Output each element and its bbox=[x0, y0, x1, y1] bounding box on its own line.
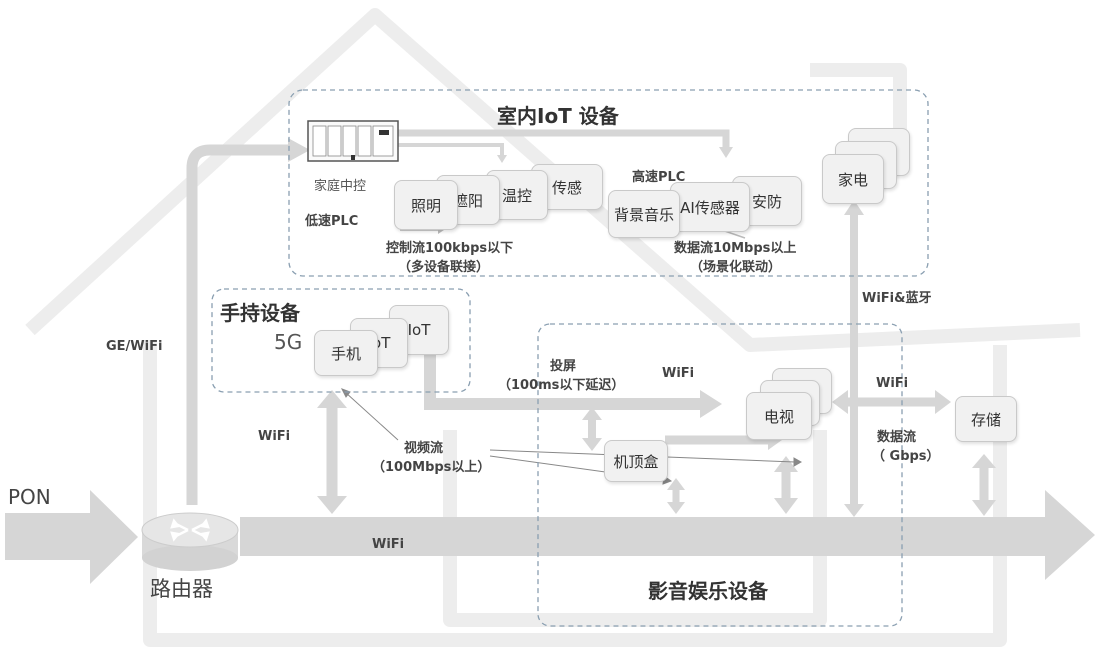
controller-label: 家庭中控 bbox=[314, 179, 367, 194]
data-flow-label-2: （场景化联动） bbox=[690, 260, 782, 275]
appliance-wifi-head-bottom bbox=[844, 504, 864, 517]
low-plc-label: 低速PLC bbox=[305, 214, 359, 229]
controller-to-appliance-link bbox=[398, 129, 730, 148]
handheld-group-title: 手持设备 bbox=[220, 301, 300, 325]
handheld-backbone-head-top bbox=[317, 390, 347, 408]
data-gbps-label-1: 数据流 bbox=[877, 430, 917, 445]
controller-icon bbox=[307, 120, 399, 162]
av-group-title: 影音娱乐设备 bbox=[648, 579, 768, 603]
ge-wifi-arrowhead bbox=[288, 138, 310, 162]
ge-wifi-link bbox=[186, 144, 292, 505]
phone-box: 手机 bbox=[314, 330, 378, 376]
ge-wifi-label: GE/WiFi bbox=[106, 339, 163, 354]
wifi-bottom-label: WiFi bbox=[372, 537, 405, 552]
router-icon bbox=[141, 512, 239, 571]
stb-box: 机顶盒 bbox=[604, 440, 668, 482]
wifi-cast-label: WiFi bbox=[662, 366, 695, 381]
tv-storage-head-left bbox=[832, 390, 848, 414]
tv-box: 电视 bbox=[746, 392, 812, 440]
wifi-tv-storage-label: WiFi bbox=[876, 376, 909, 391]
wifi-bt-label: WiFi&蓝牙 bbox=[862, 291, 932, 306]
video-label-1: 视频流 bbox=[404, 441, 444, 456]
av-group-border bbox=[537, 323, 903, 627]
ctrl-flow-label-2: （多设备联接） bbox=[398, 260, 490, 275]
video-label-2: （100Mbps以上） bbox=[372, 460, 491, 475]
pon-label: PON bbox=[8, 485, 51, 509]
high-plc-label: 高速PLC bbox=[632, 170, 686, 185]
tv-backbone-head-top bbox=[774, 456, 798, 472]
cast-arrowhead bbox=[700, 390, 722, 418]
storage-box: 存储 bbox=[955, 396, 1017, 442]
stb-left-head-bottom bbox=[582, 438, 602, 451]
controller-to-sensors-link bbox=[398, 143, 504, 156]
wifi-left-label: WiFi bbox=[258, 429, 291, 444]
backbone-arrow bbox=[240, 490, 1095, 580]
stb-left-head-top bbox=[582, 407, 602, 420]
handheld-backbone-head-bottom bbox=[317, 496, 347, 514]
data-flow-label-1: 数据流10Mbps以上 bbox=[674, 241, 797, 256]
stb-backbone-head-top bbox=[667, 478, 685, 490]
bg-music-box: 背景音乐 bbox=[608, 190, 680, 238]
cast-label-1: 投屏 bbox=[550, 359, 577, 374]
cast-link bbox=[424, 352, 702, 410]
storage-backbone-head-top bbox=[972, 454, 996, 468]
iot-box-2: IoT bbox=[389, 305, 449, 355]
appliance-box: 家电 bbox=[822, 154, 884, 204]
tv-storage-head-right bbox=[935, 390, 951, 414]
router-label: 路由器 bbox=[150, 577, 213, 601]
cast-label-2: （100ms以下延迟） bbox=[498, 378, 625, 393]
ctrl-flow-label-1: 控制流100kbps以下 bbox=[386, 241, 514, 256]
pon-arrow bbox=[5, 490, 138, 584]
ai-sensor-box: AI传感器 bbox=[670, 182, 750, 232]
controller-to-sensors-head bbox=[497, 155, 507, 163]
indoor-iot-group-border bbox=[288, 89, 929, 277]
data-gbps-label-2: （ Gbps） bbox=[872, 449, 940, 464]
tv-backbone-head-bottom bbox=[774, 498, 798, 514]
indoor-iot-group-title: 室内IoT 设备 bbox=[497, 104, 619, 128]
handheld-group-border bbox=[211, 288, 471, 393]
stb-backbone-head-bottom bbox=[667, 502, 685, 514]
appliance-wifi-head-top bbox=[844, 200, 864, 215]
five-g-label: 5G bbox=[274, 330, 303, 354]
lighting-box: 照明 bbox=[394, 180, 458, 230]
storage-backbone-head-bottom bbox=[972, 500, 996, 516]
controller-to-appliance-head bbox=[719, 147, 733, 158]
